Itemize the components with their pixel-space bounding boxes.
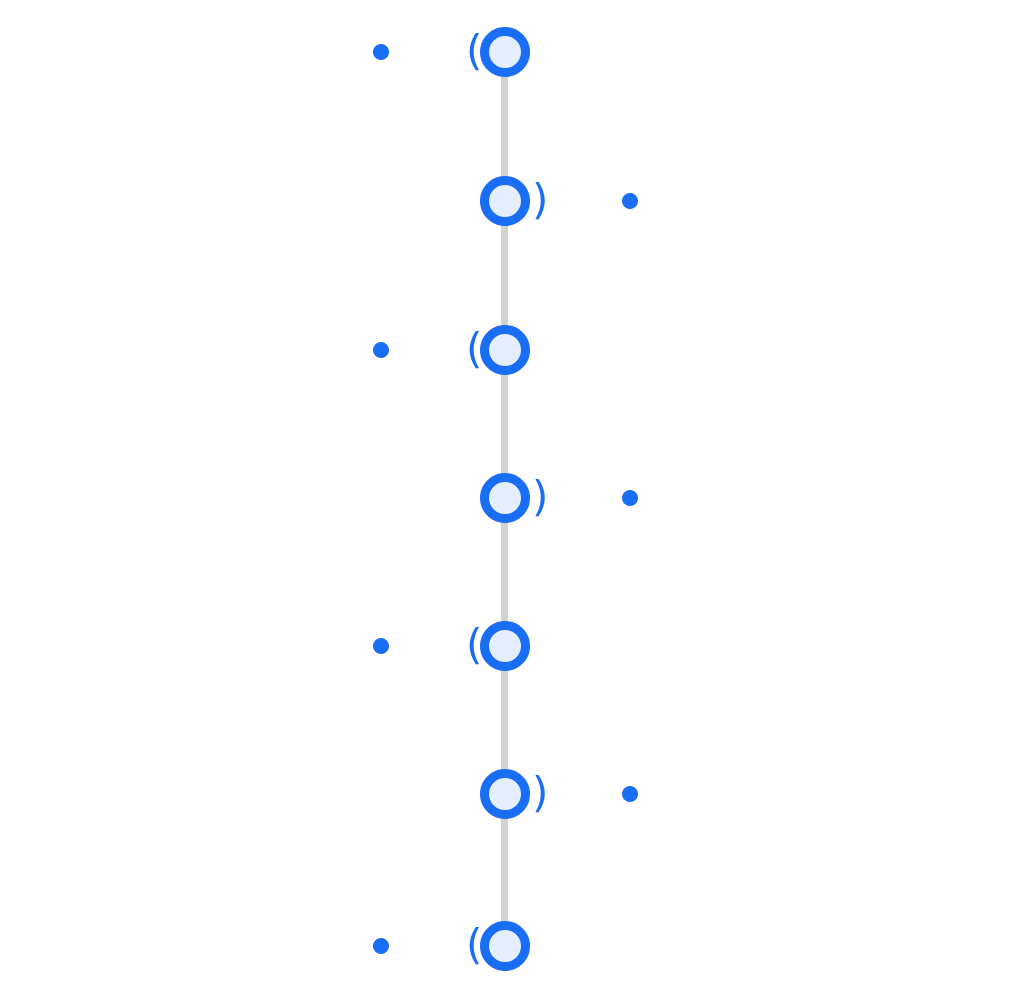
timeline-bracket-icon: ) [532,175,549,224]
timeline-node [480,769,530,819]
timeline-bracket-icon: ( [466,324,483,373]
timeline-bracket-icon: ) [532,768,549,817]
event-bullet-dot [373,44,389,60]
event-bullet-dot [622,193,638,209]
event-bullet-dot [373,342,389,358]
timeline-bracket-icon: ( [466,920,483,969]
timeline-bracket-icon: ) [532,472,549,521]
timeline-node [480,176,530,226]
timeline-node [480,27,530,77]
timeline-node [480,921,530,971]
timeline-node [480,325,530,375]
timeline-node [480,473,530,523]
event-bullet-dot [622,786,638,802]
timeline-node [480,621,530,671]
timeline-bracket-icon: ( [466,620,483,669]
event-bullet-dot [373,938,389,954]
event-bullet-dot [622,490,638,506]
event-bullet-dot [373,638,389,654]
timeline-bracket-icon: ( [466,26,483,75]
